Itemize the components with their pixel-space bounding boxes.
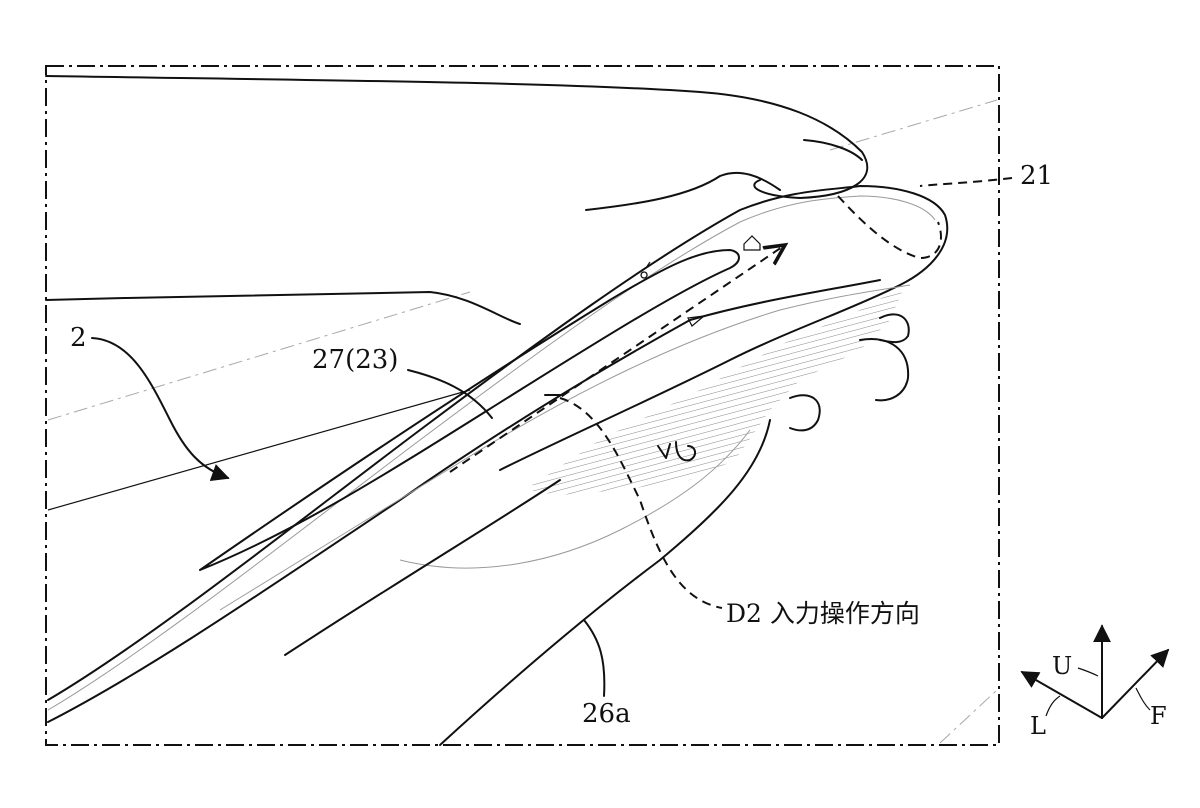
- axis-left-arrow: [1020, 671, 1103, 719]
- hand-outline: [45, 291, 910, 746]
- tip-region-outline: [837, 195, 942, 260]
- axis-front-arrow: [1101, 648, 1170, 719]
- view-frame: [45, 65, 1000, 746]
- back-icon: [657, 441, 696, 462]
- axis-label-front: F: [1150, 702, 1167, 730]
- label-ref-2: 2: [70, 323, 87, 353]
- background-lines: [47, 99, 998, 744]
- lever-icons: [640, 235, 761, 462]
- label-ref-d2: D2 入力操作方向: [726, 599, 920, 628]
- axis-label-left: L: [1030, 712, 1046, 740]
- leader-lines: [91, 177, 1013, 697]
- label-ref-26a: 26a: [582, 699, 631, 729]
- label-ref-27-23: 27(23): [312, 345, 398, 375]
- input-direction-arrow: [449, 245, 785, 473]
- music-note-icon: [640, 261, 651, 279]
- home-icon: [743, 235, 761, 251]
- axis-label-up: U: [1052, 652, 1072, 680]
- hatched-underside: [525, 285, 905, 495]
- groove: [199, 249, 740, 656]
- orientation-axes: U L F: [1020, 624, 1170, 740]
- label-ref-21: 21: [1020, 161, 1053, 191]
- nav-arrow-icon: [687, 315, 706, 327]
- thumb: [45, 75, 869, 211]
- lever-body: [47, 185, 949, 723]
